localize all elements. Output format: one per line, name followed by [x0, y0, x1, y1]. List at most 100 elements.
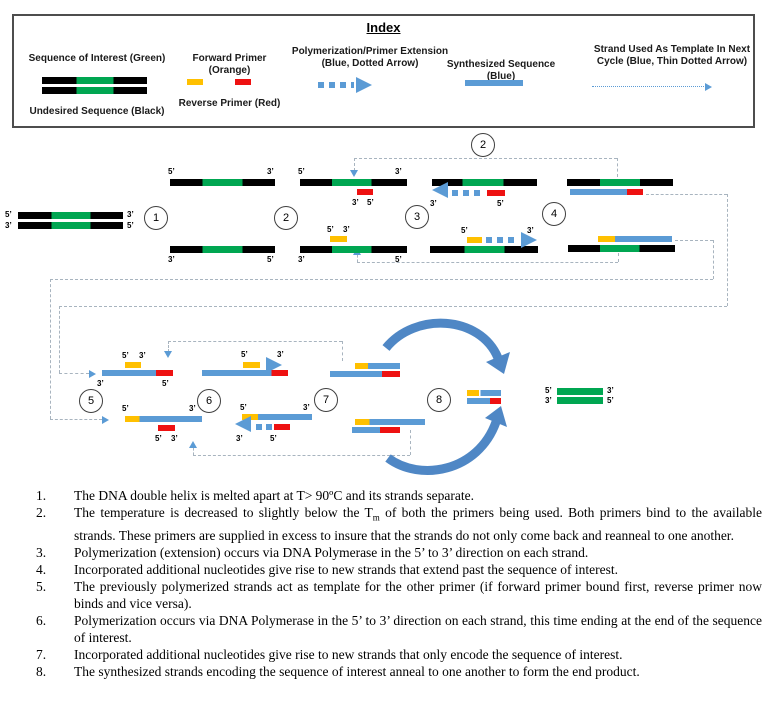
reverse-primer — [357, 189, 373, 195]
prime-label: 5’ — [270, 434, 277, 443]
cycle-arrows — [382, 318, 510, 475]
end-product-strand-forward — [467, 390, 501, 396]
route-r4-h2 — [50, 279, 713, 280]
procedure-item-number: 2. — [36, 505, 47, 520]
procedure-item: 1. The DNA double helix is melted apart … — [36, 487, 762, 504]
prime-label: 5’ — [298, 167, 305, 176]
legend-extension-arrowhead-icon — [356, 77, 372, 93]
prime-label: 3’ — [189, 404, 196, 413]
legend-synthesized-label: Synthesized Sequence (Blue) — [446, 59, 556, 82]
procedure-item: 4. Incorporated additional nucleotides g… — [36, 561, 762, 578]
template-strand — [568, 245, 675, 252]
reverse-primer — [487, 190, 505, 196]
prime-label: 5’ — [168, 167, 175, 176]
procedure-item-text: The temperature is decreased to slightly… — [74, 504, 762, 544]
legend-forward-primer-label: Forward Primer (Orange) — [192, 53, 267, 76]
route-step2-down-arrow-icon — [350, 170, 358, 177]
reverse-primer — [158, 425, 175, 431]
forward-primer — [330, 236, 347, 242]
cycle-arrow-bottom — [385, 420, 501, 475]
prime-label: 5’ — [395, 255, 402, 264]
prime-label: 5’ — [122, 404, 129, 413]
prime-label: 3’ — [5, 221, 12, 230]
prime-label: 5’ — [461, 226, 468, 235]
procedure-item-number: 8. — [36, 663, 47, 679]
route-r4-v2 — [50, 279, 51, 419]
product-strand-forward — [355, 363, 400, 369]
cycle-arrowhead-top-icon — [486, 352, 510, 374]
prime-label: 3’ — [395, 167, 402, 176]
route-bottom-loop-h — [357, 262, 618, 263]
route-r3-v2 — [59, 306, 60, 373]
extension-arrowhead-right-icon — [521, 232, 537, 248]
procedure-item-number: 3. — [36, 544, 47, 560]
route-r4-h3 — [50, 419, 102, 420]
prime-label: 3’ — [97, 379, 104, 388]
route-r4-v1 — [713, 240, 714, 279]
step-circle-4: 4 — [542, 202, 566, 226]
step-circle-2-top: 2 — [471, 133, 495, 157]
prime-label: 5’ — [497, 199, 504, 208]
prime-label: 3’ — [236, 434, 243, 443]
route-r5-v1 — [342, 341, 343, 361]
procedure-item-number: 6. — [36, 612, 47, 628]
procedure-item: 6. Polymerization occurs via DNA Polymer… — [36, 612, 762, 646]
prime-label: 5’ — [122, 351, 129, 360]
procedure-item-text-post: of both the primers being used. Both pri… — [74, 505, 762, 543]
legend-duplex-strand-bottom — [42, 87, 147, 94]
route-r5-v2 — [168, 341, 169, 352]
procedure-item-text: Incorporated additional nucleotides give… — [74, 561, 618, 577]
separated-strand-top — [170, 179, 275, 186]
extension-arrowhead-left-icon — [235, 416, 251, 432]
step-circle-7: 7 — [314, 388, 338, 412]
route-r5-h — [168, 341, 342, 342]
prime-label: 3’ — [352, 198, 359, 207]
duplex-strand-bottom — [18, 222, 123, 229]
route-r3-h3 — [59, 373, 89, 374]
route-bottom-loop-v — [618, 253, 619, 262]
prime-label: 3’ — [303, 403, 310, 412]
procedure-item-text: Polymerization occurs via DNA Polymerase… — [74, 612, 762, 645]
route-r3-arrow-icon — [89, 370, 96, 378]
procedure-item-text: The previously polymerized strands act a… — [74, 578, 762, 611]
synthesized-template-strand — [202, 370, 288, 376]
product-strand-reverse — [330, 371, 400, 377]
extension-dot — [256, 424, 262, 430]
final-product-strand-top — [557, 388, 603, 395]
prime-label: 5’ — [367, 198, 374, 207]
route-r3-h2 — [59, 306, 727, 307]
route-r3-v1 — [727, 194, 728, 306]
prime-label: 3’ — [527, 226, 534, 235]
step-circle-3: 3 — [405, 205, 429, 229]
synthesized-strand-forward — [598, 236, 672, 242]
prime-label: 5’ — [327, 225, 334, 234]
procedure-item-number: 4. — [36, 561, 47, 577]
prime-label: 5’ — [155, 434, 162, 443]
route-r4-h1 — [675, 240, 713, 241]
prime-label: 5’ — [5, 210, 12, 219]
extension-arrowhead-left-icon — [432, 182, 448, 198]
procedure-list: 1. The DNA double helix is melted apart … — [36, 487, 762, 680]
step-circle-5: 5 — [79, 389, 103, 413]
synthesized-strand-reverse — [570, 189, 643, 195]
legend-template-next-cycle-label: Strand Used As Template In Next Cycle (B… — [593, 44, 751, 67]
final-product-strand-bottom — [557, 397, 603, 404]
prime-label: 3’ — [171, 434, 178, 443]
route-r6-v2 — [193, 448, 194, 455]
prime-label: 5’ — [545, 386, 552, 395]
procedure-item: 8. The synthesized strands encoding the … — [36, 663, 762, 680]
route-step2-down — [354, 158, 355, 171]
route-r4-arrow-icon — [102, 416, 109, 424]
prime-label: 3’ — [607, 386, 614, 395]
legend-undesired-sequence-label: Undesired Sequence (Black) — [29, 106, 165, 117]
index-legend: Index Sequence of Interest (Green) Undes… — [12, 14, 755, 128]
step-circle-8: 8 — [427, 388, 451, 412]
prime-label: 3’ — [298, 255, 305, 264]
route-r6-arrow-icon — [189, 441, 197, 448]
legend-forward-primer-swatch — [187, 79, 203, 85]
synthesized-template-strand — [102, 370, 173, 376]
template-strand — [300, 246, 407, 253]
procedure-item: 5. The previously polymerized strands ac… — [36, 578, 762, 612]
route-top-loop-v — [617, 158, 618, 177]
